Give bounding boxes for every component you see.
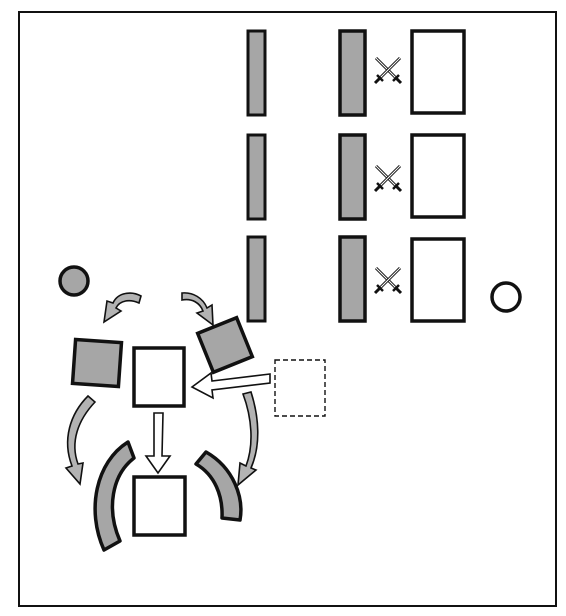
left-curved-wing (93, 440, 136, 552)
dashed-ghost-square (274, 359, 326, 417)
white-block-3 (410, 237, 466, 323)
curved-arrow-right-down (237, 391, 259, 487)
white-circle-marker (490, 281, 522, 313)
curved-arrow-top-right (181, 292, 214, 327)
thin-bar-2 (246, 133, 267, 221)
curved-arrow-left-down (64, 394, 97, 486)
gray-tilted-square-unit (195, 315, 255, 375)
gray-bar-3 (338, 235, 367, 323)
white-block-1 (410, 29, 466, 115)
thin-bar-1 (246, 29, 267, 117)
middle-gray-bars (338, 29, 367, 323)
arrow-ghost-to-center (190, 371, 271, 400)
white-square-bottom-unit (132, 475, 187, 537)
gray-square-unit (70, 337, 124, 389)
white-square-unit (132, 346, 186, 408)
left-thin-bars (246, 29, 267, 323)
white-block-2 (410, 133, 466, 219)
gray-circle-marker (58, 265, 90, 297)
gray-bar-1 (338, 29, 367, 117)
thin-bar-3 (246, 235, 267, 323)
curved-arrow-top-left (102, 292, 142, 324)
right-white-blocks (410, 29, 466, 323)
arrow-center-down (144, 412, 172, 475)
right-curved-wing (194, 450, 243, 522)
gray-bar-2 (338, 133, 367, 221)
